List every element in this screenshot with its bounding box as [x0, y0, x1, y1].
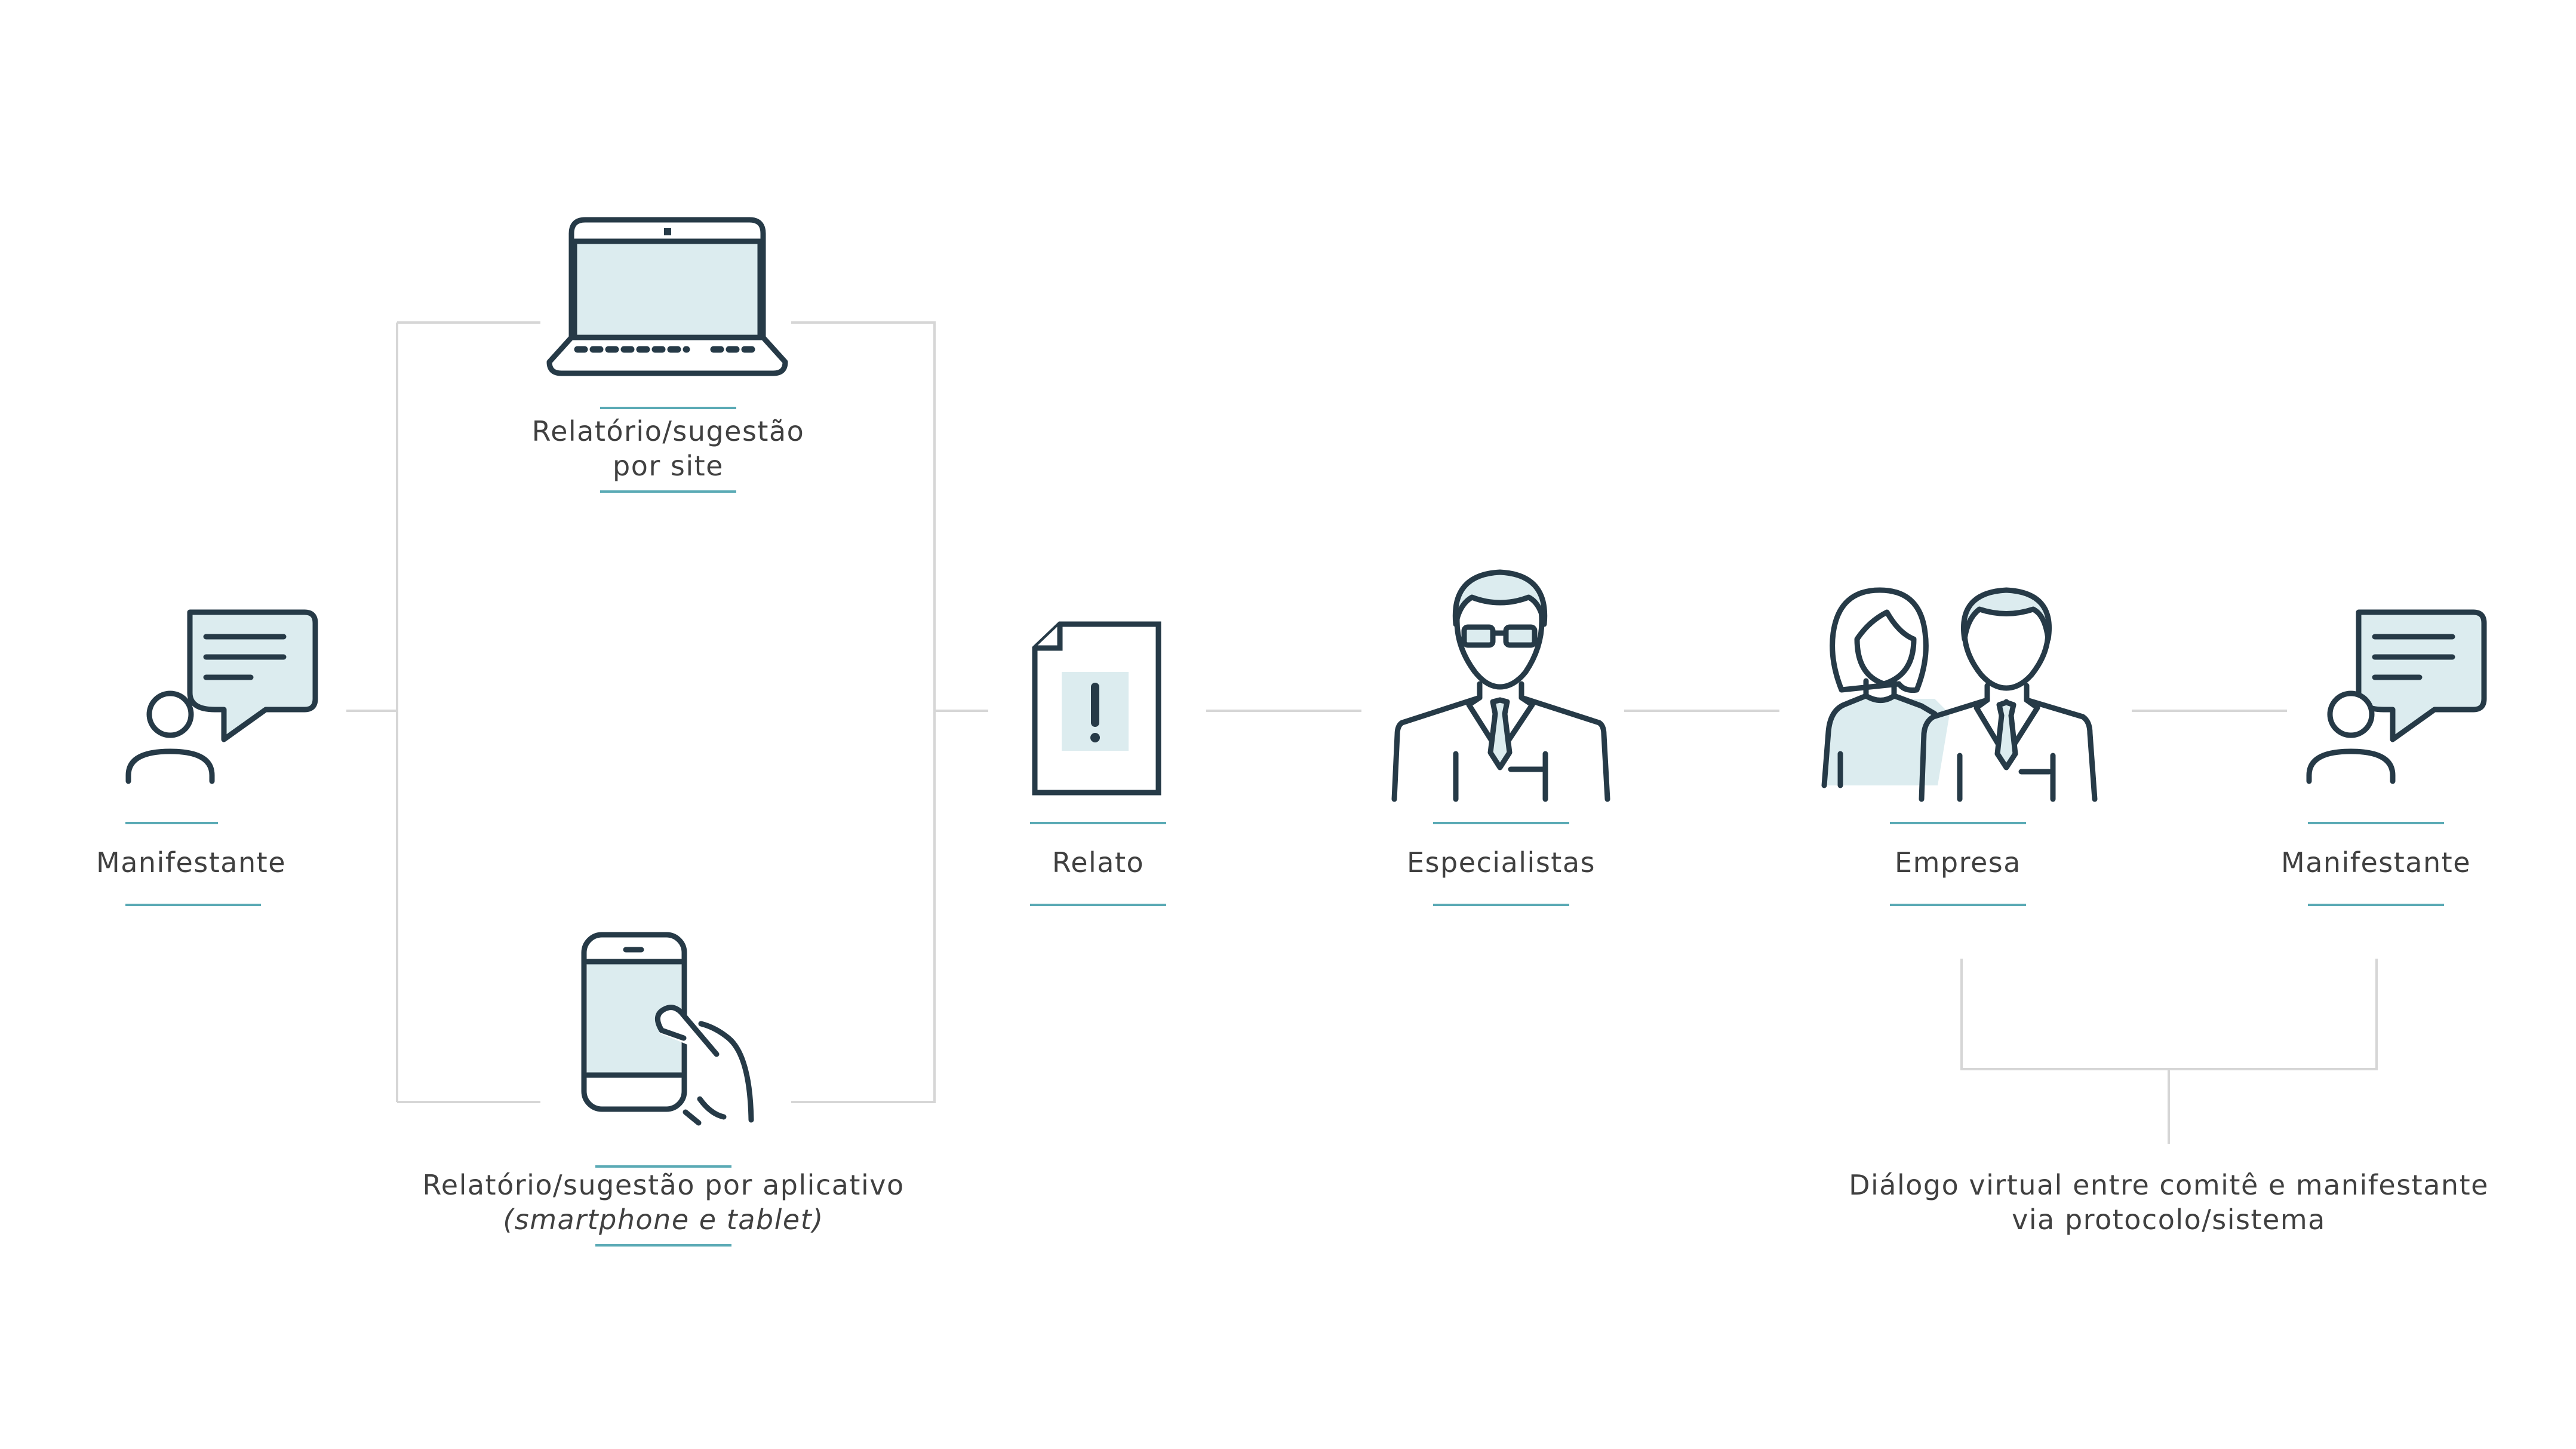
- smartphone-hand-icon: [581, 932, 754, 1126]
- label-site: Relatório/sugestão por site: [459, 414, 877, 483]
- connector-right-merge: [791, 321, 988, 1103]
- specialist-icon: [1391, 569, 1610, 802]
- label-text: Empresa: [1895, 846, 2021, 879]
- label-line-2: via protocolo/sistema: [2012, 1204, 2326, 1236]
- laptop-icon: [546, 217, 788, 376]
- label-especialistas: Especialistas: [1382, 845, 1621, 880]
- label-text: Manifestante: [96, 846, 286, 879]
- connectors: [346, 321, 2378, 1144]
- label-relato: Relato: [979, 845, 1218, 880]
- accent-lines: [125, 407, 2444, 1247]
- label-line-1: Relatório/sugestão por aplicativo: [422, 1169, 905, 1201]
- label-line-1: Diálogo virtual entre comitê e manifesta…: [1849, 1169, 2489, 1201]
- label-text: Relato: [1052, 846, 1145, 879]
- business-couple-icon: [1821, 587, 2098, 802]
- document-alert-icon: [1032, 621, 1161, 796]
- connector-left-split: [346, 321, 540, 1103]
- label-line-2: por site: [613, 450, 724, 482]
- label-text: Especialistas: [1406, 846, 1596, 879]
- person-speech-icon: [125, 609, 318, 784]
- label-empresa: Empresa: [1839, 845, 2077, 880]
- person-speech-icon: [2306, 609, 2487, 784]
- label-dialogo: Diálogo virtual entre comitê e manifesta…: [1810, 1168, 2527, 1237]
- label-line-1: Relatório/sugestão: [531, 415, 805, 447]
- label-text: Manifestante: [2281, 846, 2471, 879]
- label-line-2: (smartphone e tablet): [503, 1204, 824, 1236]
- label-manifestante-right: Manifestante: [2257, 845, 2495, 880]
- label-manifestante-left: Manifestante: [72, 845, 311, 880]
- connector-dialogo-bracket: [1960, 959, 2378, 1144]
- label-app: Relatório/sugestão por aplicativo (smart…: [365, 1168, 962, 1237]
